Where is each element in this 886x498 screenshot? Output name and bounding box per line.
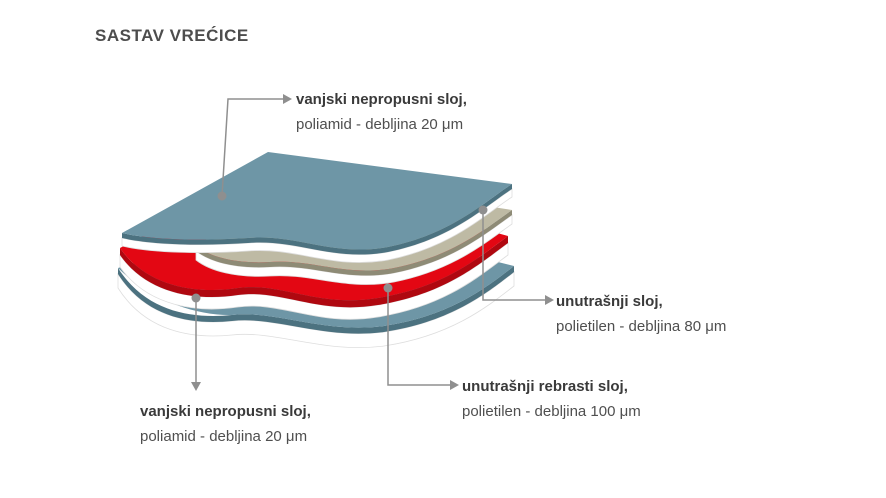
arrow-down-outer-bottom-icon (191, 382, 201, 391)
label-inner-ribbed-spec: polietilen - debljina 100 μm (462, 403, 641, 420)
page-title: SASTAV VREĆICE (95, 26, 249, 45)
dot-outer-top (217, 191, 227, 201)
leader-inner-ribbed (387, 288, 450, 386)
leader-lines (191, 94, 554, 391)
dot-inner (478, 205, 488, 215)
dot-outer-bottom (191, 293, 201, 303)
label-inner-spec: polietilen - debljina 80 μm (556, 318, 727, 335)
layer-outer-top-surface (122, 152, 512, 250)
label-outer-top-name: vanjski nepropusni sloj, (296, 91, 467, 108)
label-outer-top-layer: vanjski nepropusni sloj, poliamid - debl… (296, 87, 467, 137)
layer-outer-top (121, 152, 513, 263)
layer-inner-white-underside (195, 214, 513, 285)
label-outer-bottom-name: vanjski nepropusni sloj, (140, 403, 311, 420)
leader-outer-top (221, 98, 283, 197)
dot-inner-ribbed (383, 283, 393, 293)
arrow-right-outer-top-icon (283, 94, 292, 104)
layer-outer-bottom-edge (118, 266, 514, 334)
label-outer-bottom-spec: poliamid - debljina 20 μm (140, 428, 308, 445)
label-outer-bottom-layer: vanjski nepropusni sloj, poliamid - debl… (140, 399, 311, 449)
arrow-right-inner-icon (545, 295, 554, 305)
label-inner-layer: unutrašnji sloj, polietilen - debljina 8… (556, 289, 726, 339)
leader-inner (482, 210, 545, 301)
label-inner-ribbed-layer: unutrašnji rebrasti sloj, polietilen - d… (462, 374, 641, 424)
layer-inner-edge (196, 210, 512, 276)
label-outer-top-spec: poliamid - debljina 20 μm (296, 116, 464, 133)
arrow-right-inner-ribbed-icon (450, 380, 459, 390)
label-inner-ribbed-name: unutrašnji rebrasti sloj, (462, 378, 628, 395)
label-inner-name: unutrašnji sloj, (556, 293, 663, 310)
